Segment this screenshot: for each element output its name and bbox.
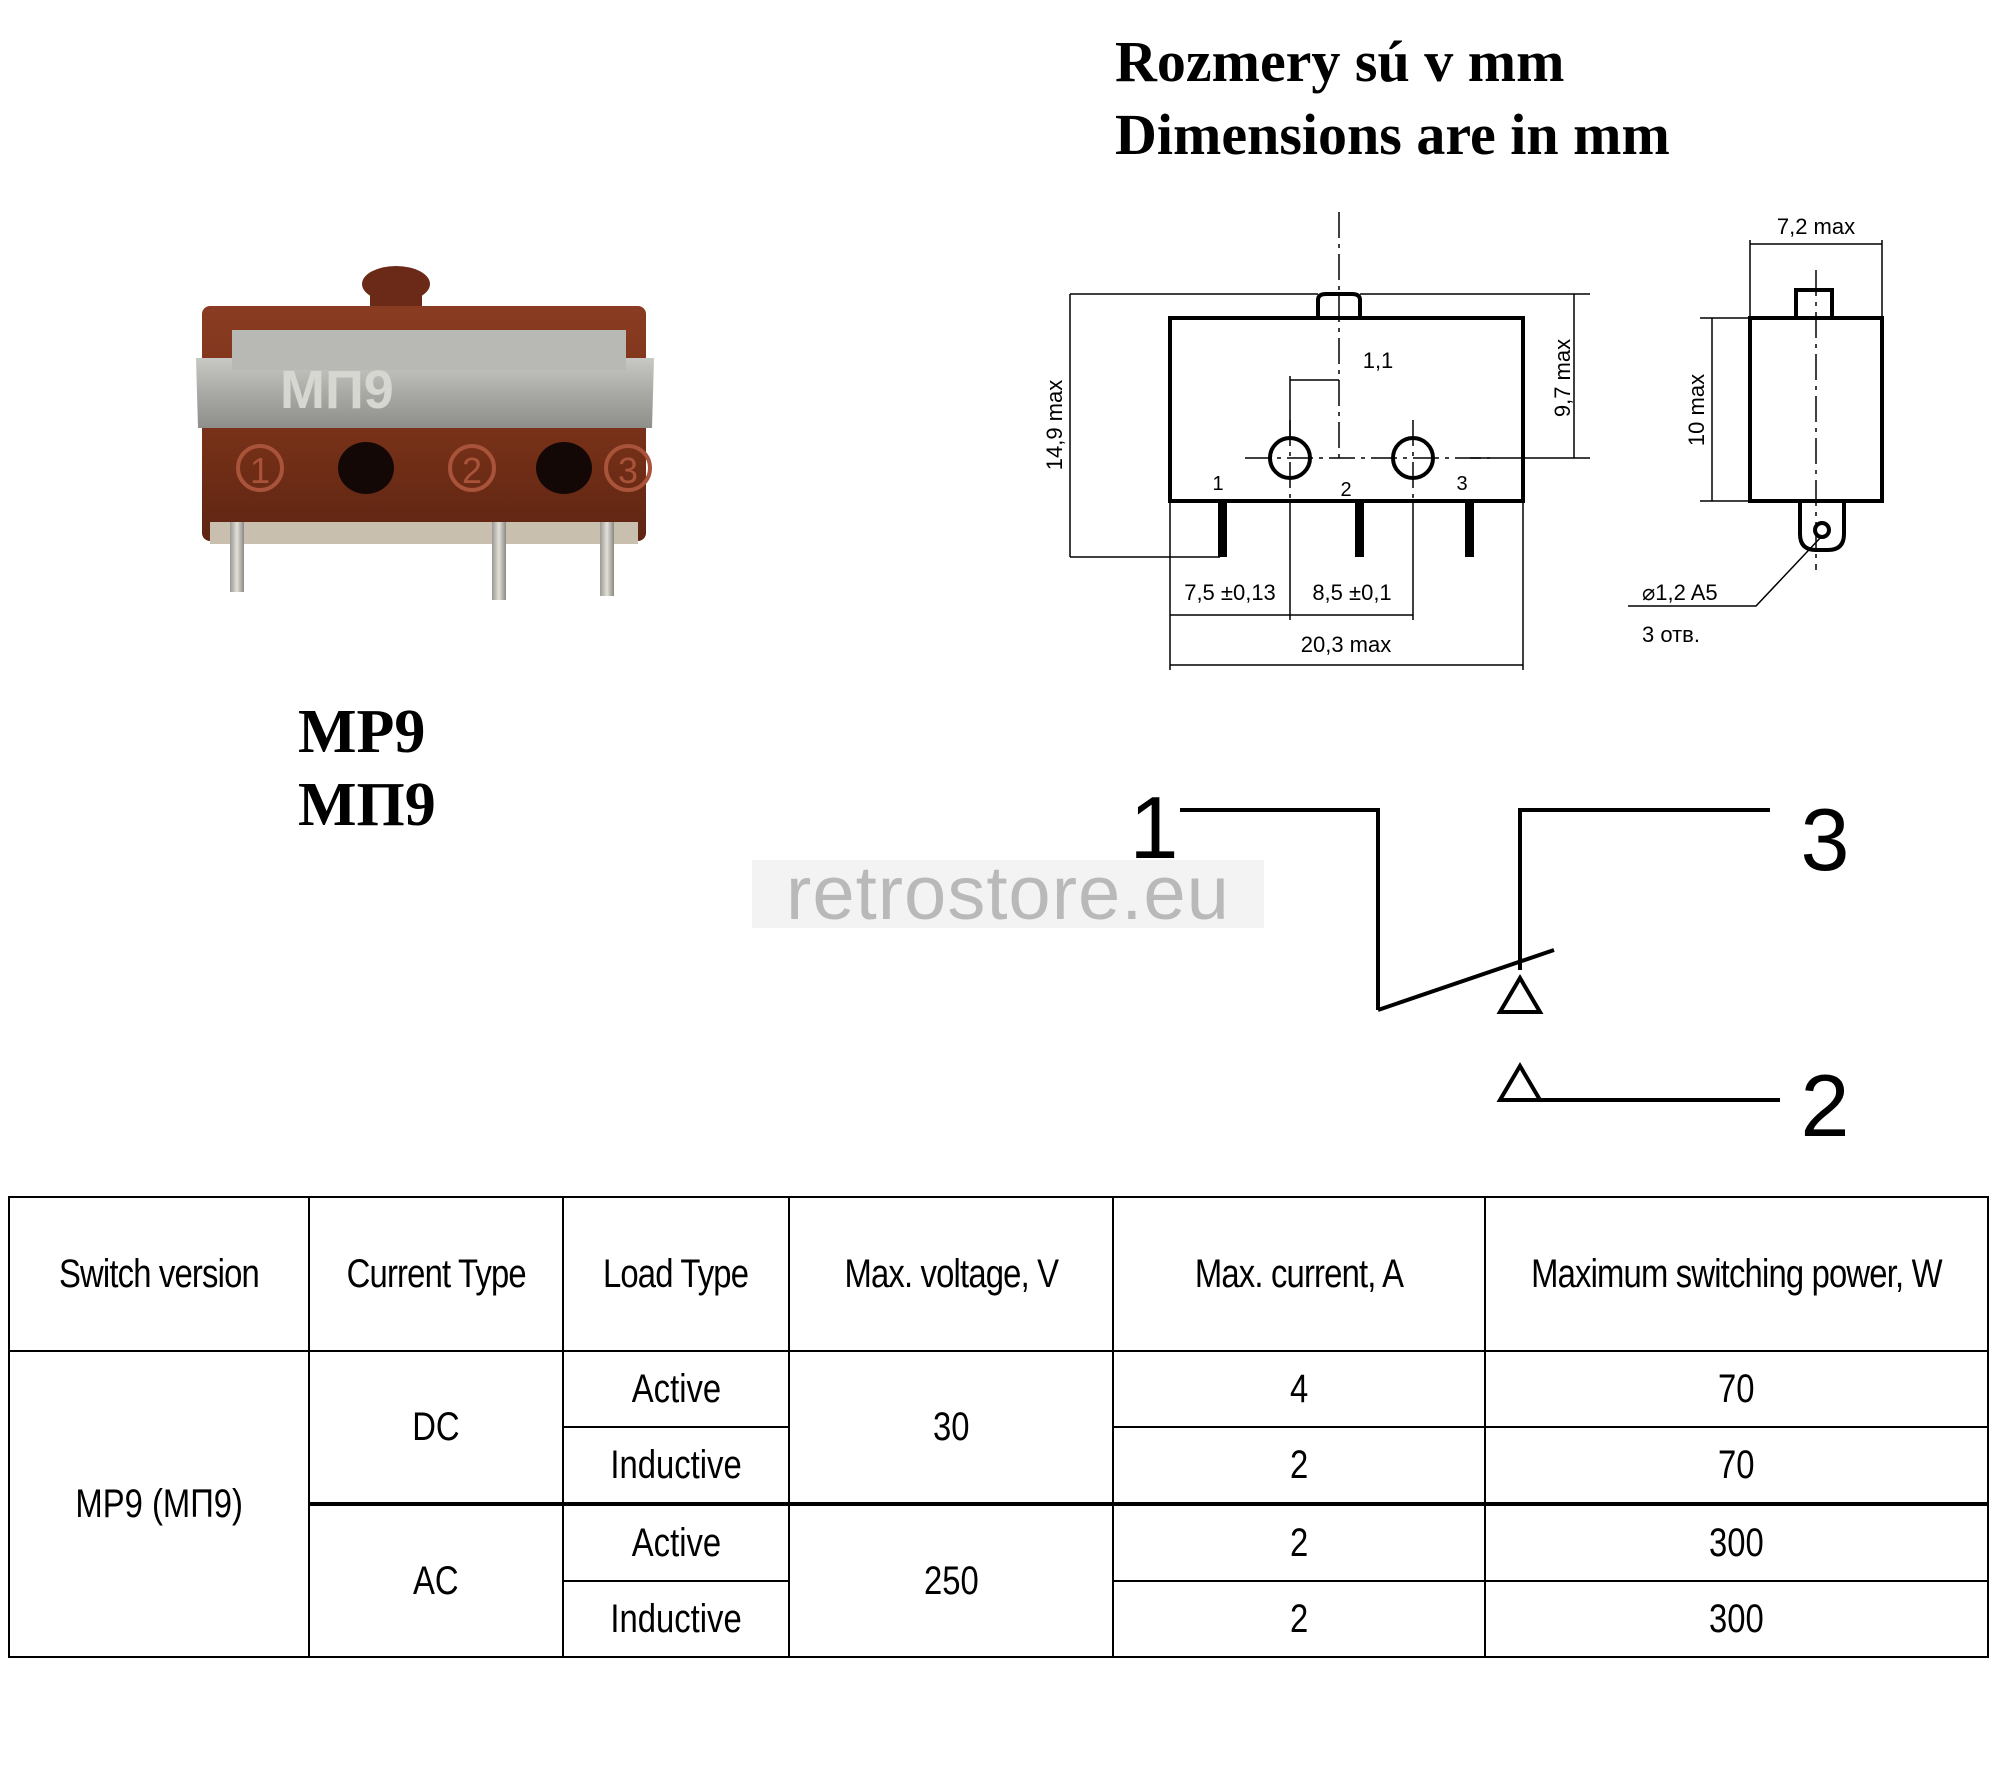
front-view-dimension-text: 14,9 max 9,7 max 1,1 7,5 ±0,13 8,5 ±0,1 … [1042, 339, 1575, 657]
specifications-table: Switch version Current Type Load Type Ma… [8, 1196, 1989, 1658]
cell-current: 2 [1112, 1502, 1486, 1582]
dimension-drawing: 14,9 max 9,7 max 1,1 7,5 ±0,13 8,5 ±0,1 … [1042, 212, 1884, 670]
svg-text:20,3 max: 20,3 max [1301, 632, 1392, 657]
cell-switch-version: MP9 (МП9) [8, 1350, 310, 1658]
photo-pin-markings: 1 2 3 [236, 444, 652, 492]
photo-label: МП9 [280, 360, 394, 420]
svg-text:9,7 max: 9,7 max [1550, 339, 1575, 417]
header-switch-version: Switch version [8, 1196, 310, 1352]
schematic-contact-lever [1377, 948, 1555, 1012]
header-max-voltage: Max. voltage, V [788, 1196, 1114, 1352]
cell-current-type-ac: AC [308, 1502, 564, 1658]
table-row: MP9 (МП9) DC Active 30 4 70 [8, 1350, 1989, 1658]
cell-voltage-dc: 30 [788, 1350, 1114, 1505]
schematic-common-wire [1180, 808, 1380, 1010]
svg-text:2: 2 [1801, 1056, 1850, 1150]
watermark: retrostore.eu [752, 856, 1264, 932]
switch-schematic: 1 3 2 [1130, 778, 1850, 1150]
header-max-power: Maximum switching power, W [1484, 1196, 1989, 1352]
svg-text:2: 2 [462, 450, 482, 491]
svg-text:2: 2 [1340, 479, 1351, 501]
svg-text:3: 3 [1801, 790, 1850, 889]
front-view-body [1168, 316, 1525, 503]
photo-hole-right [536, 442, 592, 494]
cell-power: 70 [1484, 1426, 1989, 1505]
header-slovak: Rozmery sú v mm [1115, 29, 1565, 94]
cell-power: 300 [1484, 1502, 1989, 1582]
svg-text:1: 1 [1130, 778, 1179, 877]
schematic-nc-contact [1496, 974, 1544, 1014]
svg-text:7,2 max: 7,2 max [1777, 214, 1855, 239]
svg-text:1: 1 [1212, 473, 1223, 495]
cell-load-type: Active [562, 1502, 790, 1582]
cell-load-type: Inductive [562, 1426, 790, 1505]
svg-text:7,5 ±0,13: 7,5 ±0,13 [1184, 580, 1276, 605]
table-header-row: Switch version Current Type Load Type Ma… [8, 1196, 1989, 1352]
header-english: Dimensions are in mm [1115, 102, 1670, 167]
model-name-cyrillic: МП9 [298, 771, 436, 839]
cell-load-type: Inductive [562, 1580, 790, 1658]
cell-voltage-ac: 250 [788, 1502, 1114, 1658]
cell-current: 4 [1112, 1350, 1486, 1428]
header-current-type: Current Type [308, 1196, 564, 1352]
cell-current-type-dc: DC [308, 1350, 564, 1505]
model-name-latin: MP9 [298, 698, 426, 766]
metal-band-photo [196, 358, 654, 428]
photo-pin-1 [230, 522, 244, 592]
svg-text:14,9 max: 14,9 max [1042, 380, 1067, 471]
header-load-type: Load Type [562, 1196, 790, 1352]
svg-text:8,5 ±0,1: 8,5 ±0,1 [1312, 580, 1391, 605]
cell-power: 300 [1484, 1580, 1989, 1658]
svg-text:3 отв.: 3 отв. [1642, 622, 1700, 647]
photo-hole-left [338, 442, 394, 494]
front-view-pins [1218, 501, 1474, 557]
table-row: Inductive 2 300 [9, 1580, 1989, 1658]
cell-load-type: Active [562, 1350, 790, 1428]
side-view-dimension-text: 7,2 max 10 max ⌀1,2 A5 3 отв. [1642, 214, 1855, 647]
front-view-actuator [1316, 292, 1362, 318]
svg-text:10 max: 10 max [1684, 374, 1709, 446]
svg-text:3: 3 [618, 450, 638, 491]
header-max-current: Max. current, A [1112, 1196, 1486, 1352]
svg-text:1: 1 [250, 450, 270, 491]
cell-power: 70 [1484, 1350, 1989, 1428]
cell-current: 2 [1112, 1426, 1486, 1505]
table-row: Inductive 2 70 [9, 1426, 1989, 1505]
photo-pin-2 [492, 522, 506, 600]
table-row: AC Active 250 2 300 [9, 1502, 1989, 1658]
svg-text:3: 3 [1456, 473, 1467, 495]
schematic-nc-wire [1518, 808, 1770, 970]
photo-pin-3 [600, 522, 614, 596]
svg-text:⌀1,2 A5: ⌀1,2 A5 [1642, 580, 1718, 605]
cell-current: 2 [1112, 1580, 1486, 1658]
product-photo: МП9 1 2 3 [196, 266, 654, 600]
schematic-no-contact [1496, 1062, 1544, 1102]
schematic-terminal-labels: 1 3 2 [1130, 778, 1850, 1150]
svg-text:1,1: 1,1 [1363, 348, 1394, 373]
